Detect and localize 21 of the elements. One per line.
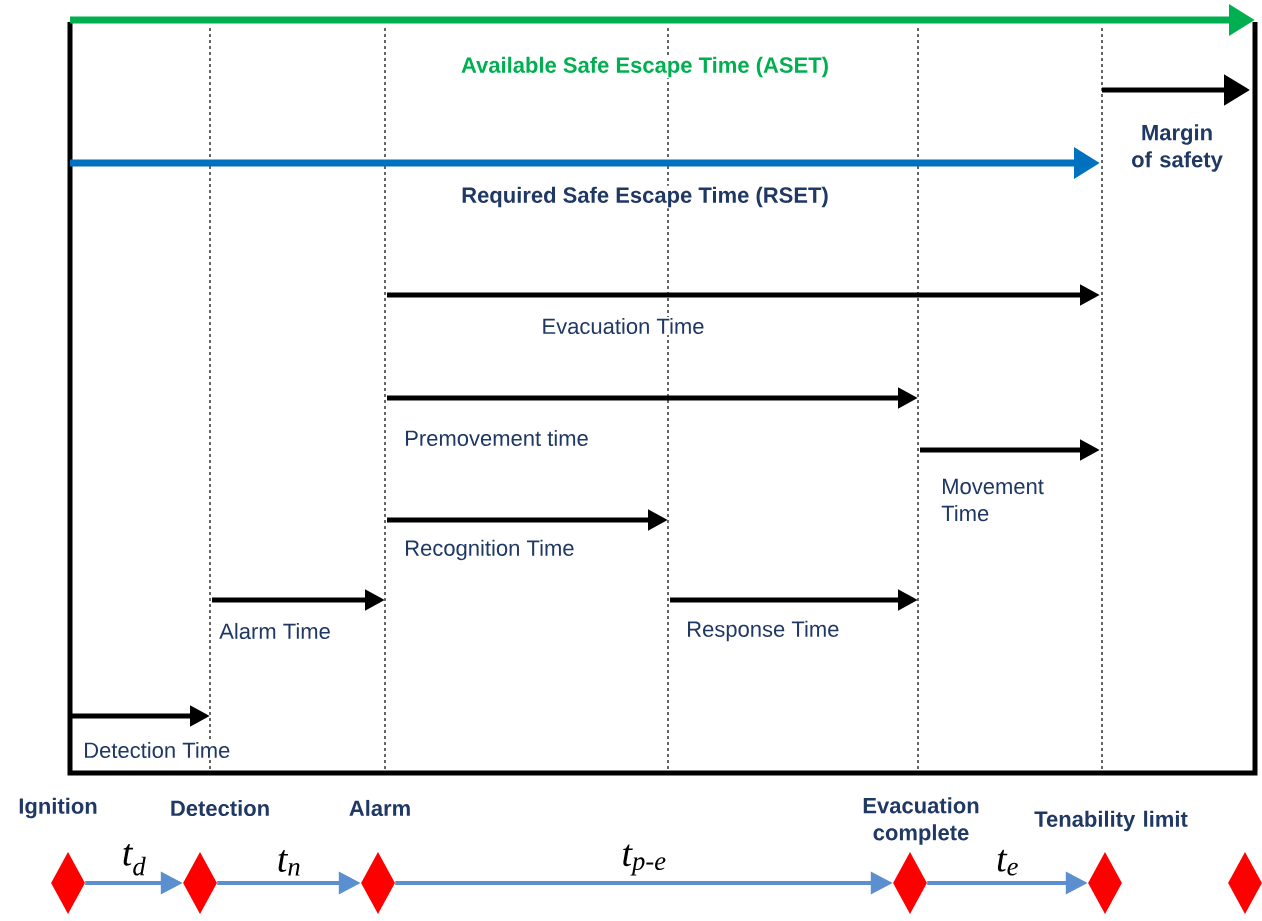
diamond-marker [893, 852, 927, 914]
diamond-marker [361, 852, 395, 914]
event-label: Tenability limit [1034, 810, 1188, 832]
time-label: Required Safe Escape Time (RSET) [462, 186, 828, 208]
diamond-marker [1228, 852, 1262, 914]
edge-label: t$_{e}$ [997, 849, 1018, 876]
phase-label: Recognition Time [406, 539, 574, 561]
phase-label: Detection Time [85, 741, 230, 759]
diamond-marker [1088, 852, 1122, 914]
phase-label: Premovement time [406, 429, 588, 447]
edge-label: t$_{p-e}$ [623, 844, 666, 876]
diamond-marker [183, 852, 217, 914]
diamond-marker [51, 852, 85, 914]
edge-label: t$_{n}$ [278, 850, 300, 876]
phase-label: Response Time [688, 620, 839, 642]
edge-label: t$_{d}$ [123, 843, 146, 876]
time-label: Margin of safety [1132, 124, 1223, 172]
time-label: Available Safe Escape Time (ASET) [461, 56, 828, 78]
phase-label: Evacuation Time [543, 317, 704, 335]
phase-label: Alarm Time [219, 622, 330, 640]
phase-label: Movement Time [941, 478, 1044, 522]
